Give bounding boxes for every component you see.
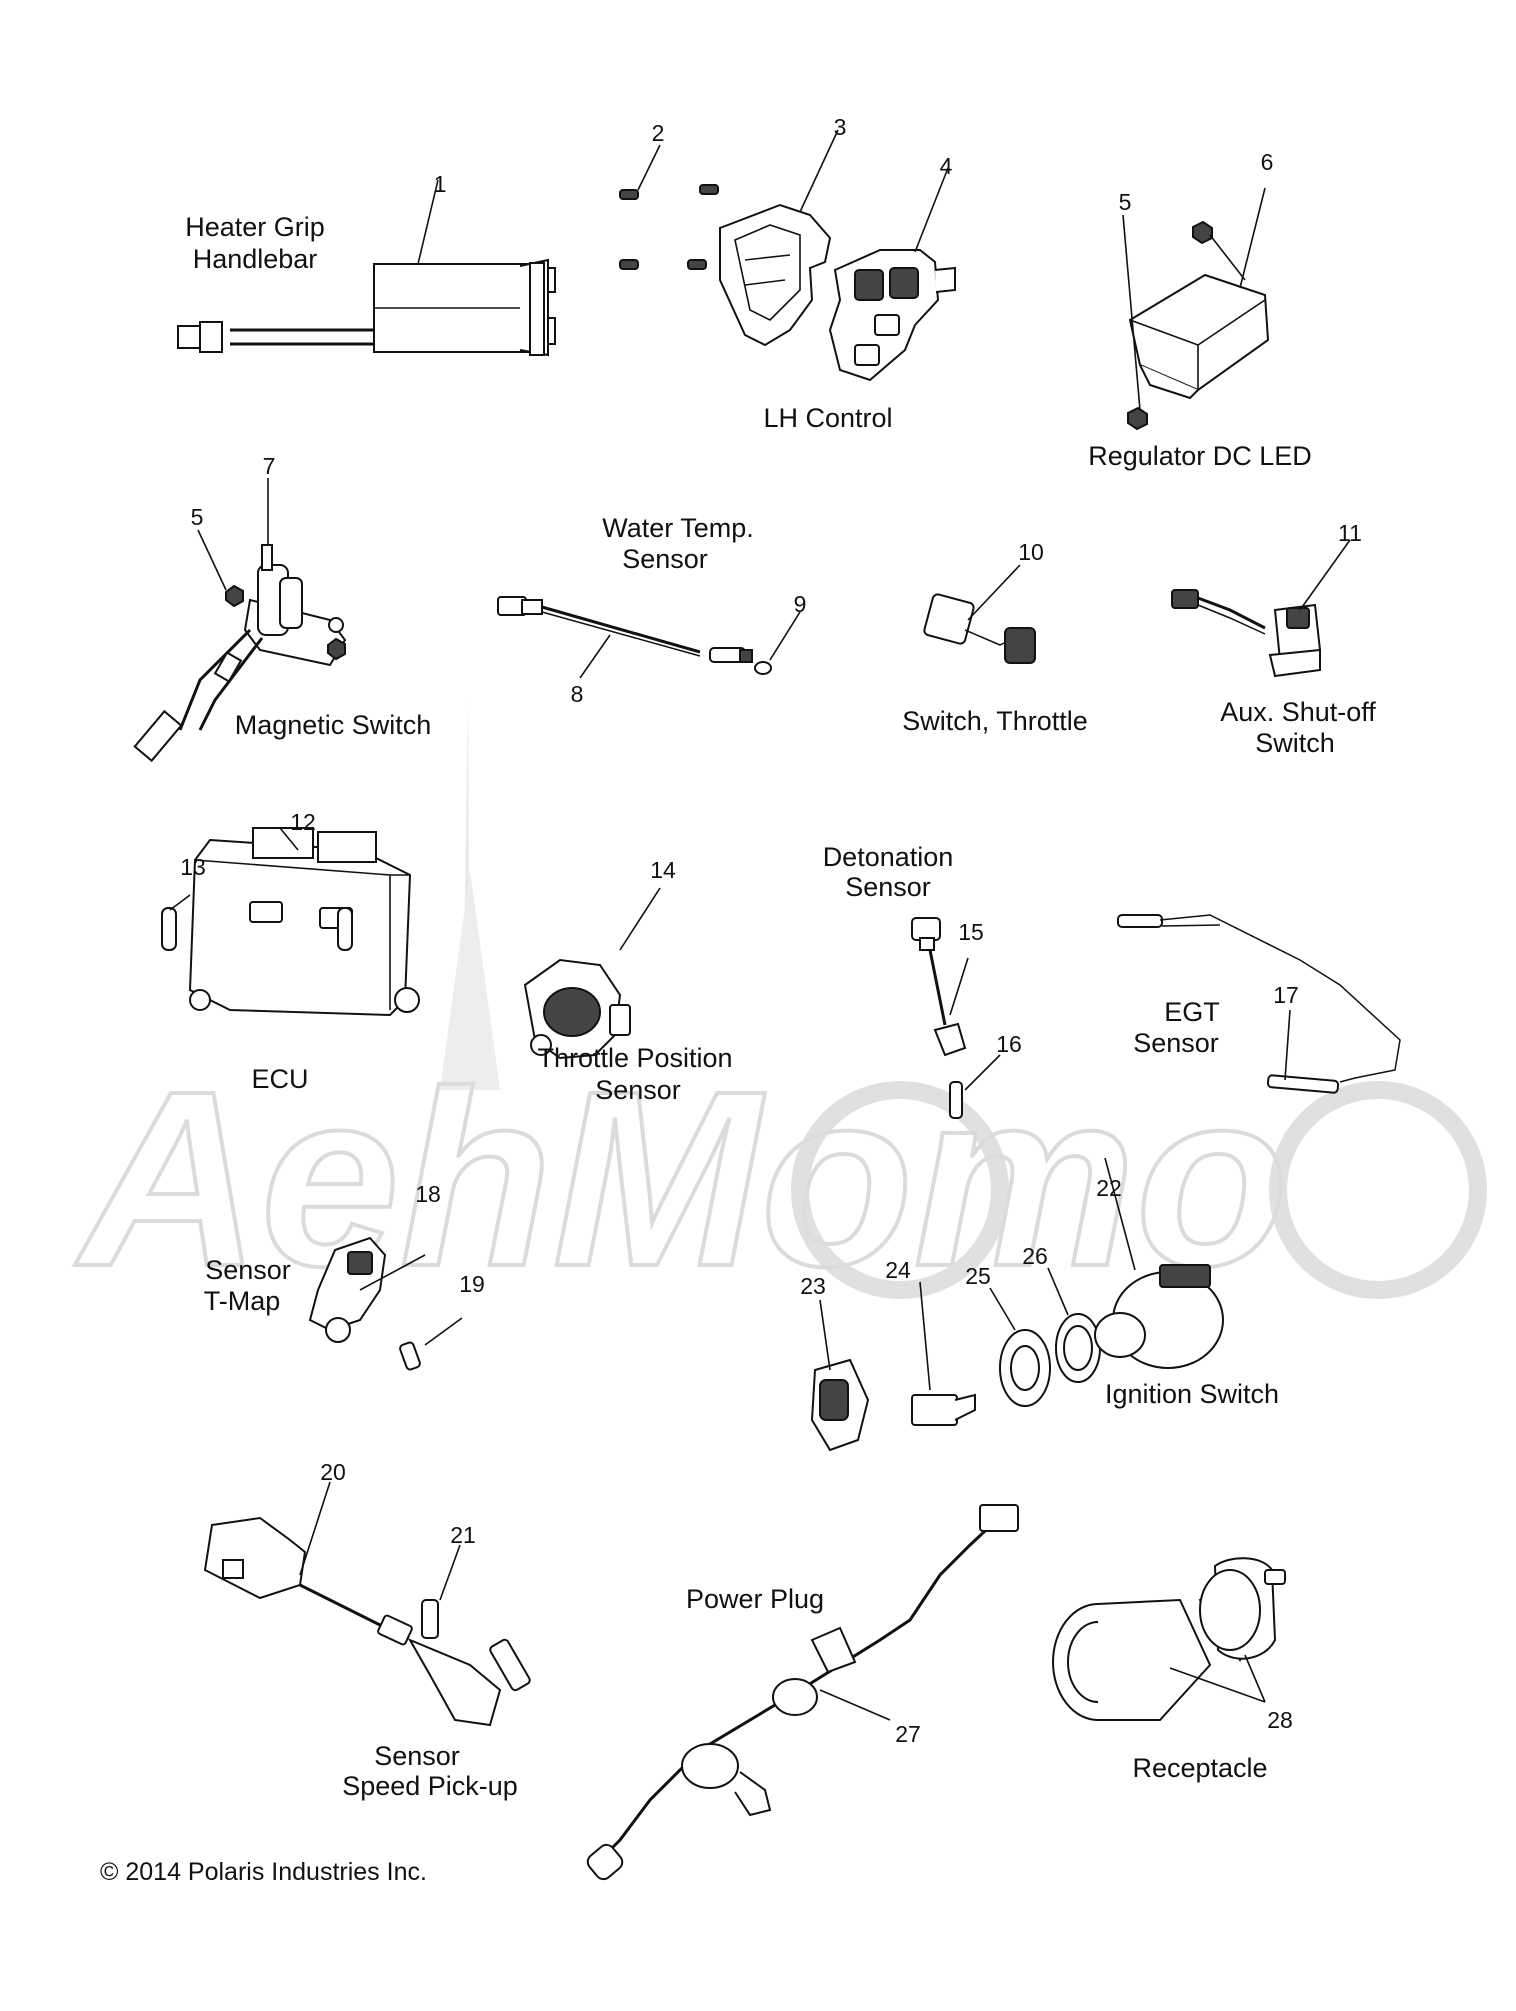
part-number-2: 2 — [652, 120, 665, 146]
part-number-13: 13 — [180, 854, 206, 880]
part-number-18: 18 — [415, 1181, 441, 1207]
part-tps — [523, 887, 661, 1060]
part-lh-control — [828, 167, 956, 382]
label-regulator: Regulator DC LED — [1088, 441, 1312, 471]
part-labels: Heater Grip Handlebar LH Control Regulat… — [185, 212, 1376, 1801]
part-numbers: 1 2 3 4 5 6 5 7 8 9 10 11 12 13 14 15 16… — [180, 114, 1362, 1747]
part-aux-shutoff — [1171, 539, 1351, 678]
part-heater-grip — [177, 179, 556, 357]
part-ecu — [161, 827, 420, 1017]
part-number-11: 11 — [1338, 520, 1362, 546]
part-lh-housing — [719, 129, 839, 347]
part-number-20: 20 — [320, 1459, 346, 1485]
part-number-12: 12 — [290, 809, 316, 835]
label-detonation-line1: Detonation — [823, 842, 954, 872]
part-detonation-sensor — [911, 917, 1001, 1119]
part-number-15: 15 — [958, 919, 984, 945]
part-number-19: 19 — [459, 1271, 485, 1297]
part-number-3: 3 — [834, 114, 847, 140]
part-number-16: 16 — [996, 1031, 1022, 1057]
watermark-text: AehMomo — [74, 1039, 1288, 1318]
label-water-temp-line2: Sensor — [622, 544, 708, 574]
part-power-plug — [586, 1504, 1019, 1881]
part-number-7: 7 — [263, 453, 276, 479]
label-heater-grip-line2: Handlebar — [193, 244, 318, 274]
label-water-temp-line1: Water Temp. — [602, 513, 754, 543]
label-tmap-line1: Sensor — [205, 1255, 291, 1285]
part-speed-pickup — [203, 1481, 531, 1727]
part-number-4: 4 — [940, 153, 953, 179]
part-number-27: 27 — [895, 1721, 921, 1747]
label-egt-line2: Sensor — [1133, 1028, 1219, 1058]
label-aux-shutoff-line1: Aux. Shut-off — [1220, 697, 1376, 727]
part-screws-2 — [619, 144, 719, 270]
part-number-5a: 5 — [1119, 189, 1132, 215]
part-number-24: 24 — [885, 1257, 911, 1283]
label-switch-throttle: Switch, Throttle — [902, 706, 1088, 736]
part-number-14: 14 — [650, 857, 676, 883]
part-magnetic-switch — [133, 478, 347, 763]
part-number-22: 22 — [1096, 1175, 1122, 1201]
part-regulator — [1122, 187, 1270, 431]
label-egt-line1: EGT — [1164, 997, 1220, 1027]
label-ecu: ECU — [251, 1064, 308, 1094]
part-switch-throttle — [923, 564, 1036, 664]
label-lh-control: LH Control — [763, 403, 892, 433]
label-ignition-switch: Ignition Switch — [1105, 1379, 1279, 1409]
part-water-temp-sensor — [497, 596, 801, 679]
label-power-plug: Power Plug — [686, 1584, 824, 1614]
label-aux-shutoff-line2: Switch — [1255, 728, 1335, 758]
part-number-6: 6 — [1261, 149, 1274, 175]
copyright: © 2014 Polaris Industries Inc. — [100, 1858, 427, 1886]
label-detonation-line2: Sensor — [845, 872, 931, 902]
part-number-8: 8 — [571, 681, 584, 707]
part-ignition-switch — [810, 1157, 1224, 1452]
label-magnetic-switch: Magnetic Switch — [235, 710, 432, 740]
part-tmap-sensor — [308, 1236, 463, 1371]
part-egt-sensor — [1117, 914, 1401, 1094]
label-heater-grip-line1: Heater Grip — [185, 212, 325, 242]
part-number-26: 26 — [1022, 1243, 1048, 1269]
part-number-1: 1 — [434, 171, 447, 197]
label-receptacle: Receptacle — [1132, 1753, 1267, 1783]
label-tps-line1: Throttle Position — [537, 1043, 732, 1073]
watermark: AehMomo — [72, 700, 1487, 1320]
part-number-9: 9 — [794, 591, 807, 617]
part-number-21: 21 — [450, 1522, 476, 1548]
part-number-28: 28 — [1267, 1707, 1293, 1733]
part-number-10: 10 — [1018, 539, 1044, 565]
part-number-17: 17 — [1273, 982, 1299, 1008]
part-number-25: 25 — [965, 1263, 991, 1289]
part-number-23: 23 — [800, 1273, 826, 1299]
label-tps-line2: Sensor — [595, 1075, 681, 1105]
label-speed-pickup-line2: Speed Pick-up — [342, 1771, 518, 1801]
label-tmap-line2: T-Map — [204, 1286, 281, 1316]
part-number-5b: 5 — [191, 504, 204, 530]
part-receptacle — [1052, 1557, 1286, 1721]
label-speed-pickup-line1: Sensor — [374, 1741, 460, 1771]
